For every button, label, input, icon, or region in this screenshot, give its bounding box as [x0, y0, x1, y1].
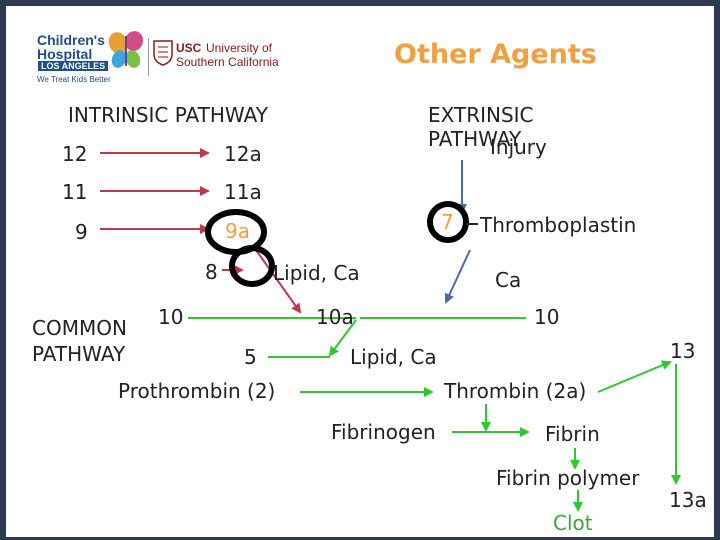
frame-top — [0, 0, 720, 6]
arrow-thrombin-to-13a — [597, 360, 672, 393]
slide-title: Other Agents — [394, 39, 597, 70]
label-fibrinogen: Fibrinogen — [331, 420, 436, 444]
label-extrinsic-2: PATHWAY — [428, 127, 522, 151]
factor-7: 7 — [441, 210, 454, 234]
factor-5: 5 — [244, 345, 257, 369]
label-thromboplastin: Thromboplastin — [480, 213, 637, 237]
label-clot: Clot — [553, 511, 593, 535]
arrow-7-to-10a — [444, 249, 471, 304]
label-intrinsic: INTRINSIC PATHWAY — [68, 103, 268, 127]
label-lipid-ca-2: Lipid, Ca — [350, 345, 437, 369]
factor-8: 8 — [205, 260, 218, 284]
usc-mark: USC — [176, 41, 202, 55]
label-ca: Ca — [495, 268, 522, 292]
label-thrombin: Thrombin (2a) — [444, 379, 587, 403]
chla-logo-line1: Children's — [37, 32, 105, 48]
factor-9a: 9a — [225, 219, 250, 243]
circle-8 — [229, 245, 275, 287]
frame-bottom — [0, 537, 720, 540]
usc-line2: Southern California — [176, 55, 279, 69]
usc-shield-icon — [153, 40, 173, 66]
factor-9: 9 — [75, 220, 88, 244]
label-fibrin: Fibrin — [545, 422, 600, 446]
butterfly-icon — [108, 31, 144, 68]
arrow-10a-down — [328, 319, 357, 357]
factor-12: 12 — [62, 142, 88, 166]
factor-11: 11 — [62, 180, 88, 204]
chla-tagline: We Treat Kids Better — [37, 75, 111, 84]
chla-logo-line2: Hospital — [37, 46, 93, 62]
factor-10-right: 10 — [534, 305, 560, 329]
label-common-2: PATHWAY — [32, 342, 126, 366]
factor-10-left: 10 — [158, 305, 184, 329]
label-injury: Injury — [490, 135, 547, 159]
usc-line1: University of — [206, 41, 273, 55]
chla-logo-line3: LOS ANGELES — [38, 61, 109, 71]
factor-13a: 13a — [669, 488, 707, 512]
arrow-9a-to-10a — [255, 249, 302, 314]
circle-7 — [427, 201, 469, 243]
factor-11a: 11a — [224, 180, 262, 204]
logo-divider — [148, 38, 149, 76]
factor-13: 13 — [670, 339, 696, 363]
label-lipid-ca-1: Lipid, Ca — [273, 261, 360, 285]
label-extrinsic-1: EXTRINSIC — [428, 103, 534, 127]
frame-left — [0, 0, 6, 540]
label-fibrin-polymer: Fibrin polymer — [496, 466, 640, 490]
factor-10a: 10a — [316, 305, 354, 329]
frame-right — [714, 0, 720, 540]
factor-12a: 12a — [224, 142, 262, 166]
label-common-1: COMMON — [32, 316, 127, 340]
label-prothrombin: Prothrombin (2) — [118, 379, 276, 403]
